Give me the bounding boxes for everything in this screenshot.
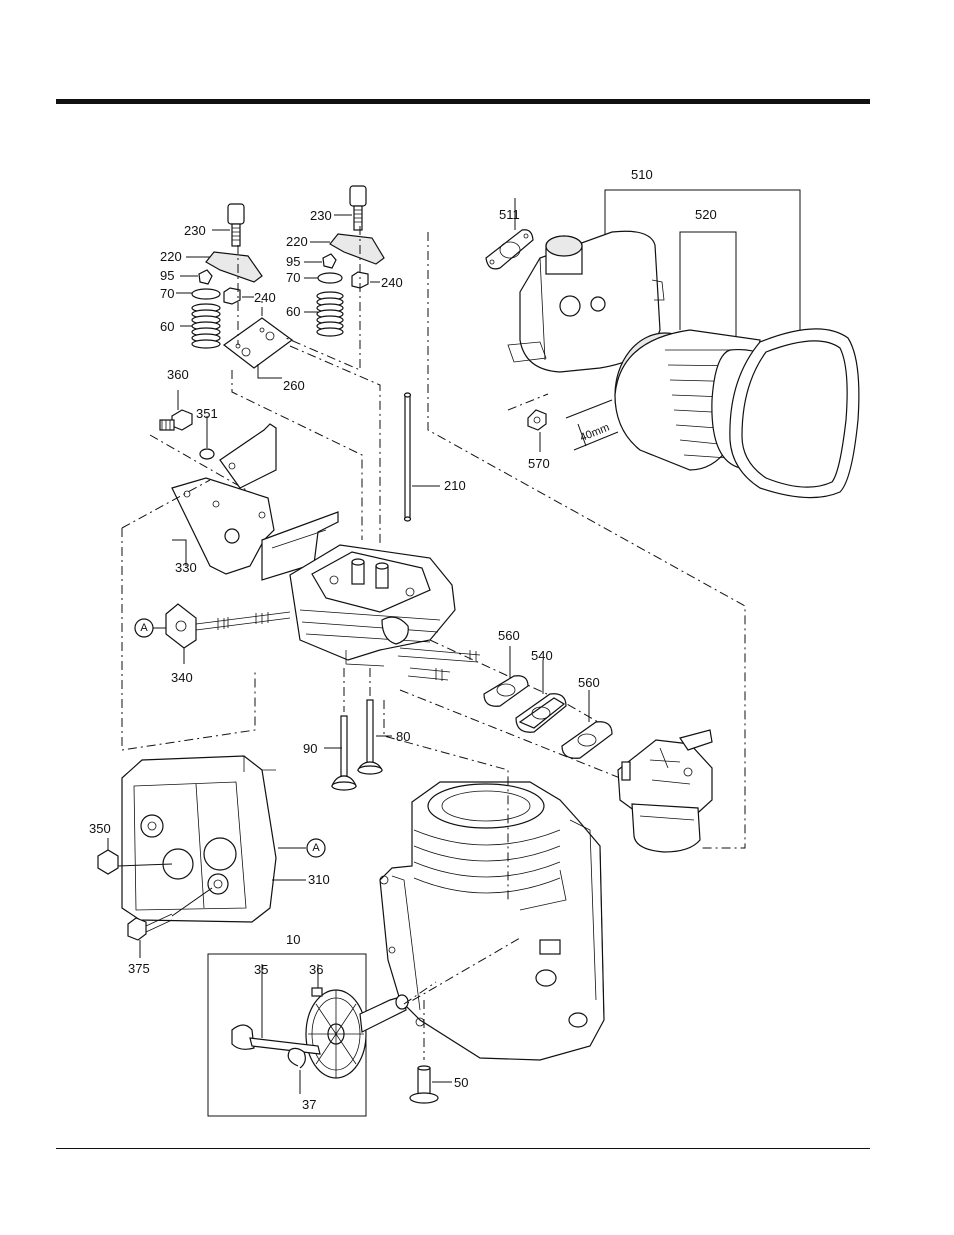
carb-gasket-1	[484, 676, 528, 707]
callout-260: 260	[283, 379, 305, 393]
callout-50: 50	[454, 1076, 468, 1090]
callout-220-right: 220	[286, 235, 308, 249]
callout-360: 360	[167, 368, 189, 382]
callout-240-right: 240	[381, 276, 403, 290]
callout-37: 37	[302, 1098, 316, 1112]
rocker-stud-right	[350, 186, 366, 206]
callout-240-left: 240	[254, 291, 276, 305]
spring-retainer-right	[318, 273, 342, 283]
callout-310: 310	[308, 873, 330, 887]
callout-80: 80	[396, 730, 410, 744]
callout-230-right: 230	[310, 209, 332, 223]
callout-60-right: 60	[286, 305, 300, 319]
camshaft-gear	[306, 988, 408, 1078]
carb-gasket-2	[562, 722, 612, 759]
callout-210: 210	[444, 479, 466, 493]
callout-560-second: 560	[578, 676, 600, 690]
exhaust-valve	[332, 716, 356, 790]
callout-570: 570	[528, 457, 550, 471]
breather-bracket	[220, 424, 276, 488]
exhaust-gasket	[166, 604, 196, 648]
callout-70-right: 70	[286, 271, 300, 285]
callout-a-left: A	[135, 621, 153, 635]
breather-fitting	[160, 410, 192, 430]
rocker-arm-right	[330, 234, 384, 264]
callout-a-right: A	[307, 841, 325, 855]
callout-520: 520	[695, 208, 717, 222]
callout-95-right: 95	[286, 255, 300, 269]
callout-230-left: 230	[184, 224, 206, 238]
callout-560-first: 560	[498, 629, 520, 643]
muffler-bolt	[128, 918, 146, 940]
callout-540: 540	[531, 649, 553, 663]
cylinder-head	[262, 512, 455, 666]
callout-95-left: 95	[160, 269, 174, 283]
pivot-right	[323, 254, 336, 268]
pivot-left	[199, 270, 212, 284]
air-cleaner-nut	[528, 410, 546, 430]
spring-retainer-left	[192, 289, 220, 299]
callout-510: 510	[631, 168, 653, 182]
callout-350: 350	[89, 822, 111, 836]
air-cleaner-group	[486, 190, 859, 498]
valve-spring-right	[317, 292, 343, 336]
cylinder-block	[380, 782, 604, 1060]
callout-330: 330	[175, 561, 197, 575]
rocker-arm-left	[206, 252, 262, 282]
push-rod	[405, 395, 410, 519]
snap-ring	[288, 1048, 305, 1068]
callout-220-left: 220	[160, 250, 182, 264]
callout-10: 10	[286, 933, 300, 947]
callout-60-left: 60	[160, 320, 174, 334]
callout-340: 340	[171, 671, 193, 685]
intake-valve	[358, 700, 382, 774]
carburetor	[618, 730, 712, 852]
muffler-nut	[98, 850, 118, 874]
callout-90: 90	[303, 742, 317, 756]
push-rod-guide-plate	[224, 318, 292, 368]
valve-spring-left	[192, 304, 220, 348]
callout-36: 36	[309, 963, 323, 977]
callout-351: 351	[196, 407, 218, 421]
head-bolt	[410, 1066, 438, 1103]
rocker-stud-left	[228, 204, 244, 224]
callout-35: 35	[254, 963, 268, 977]
callout-511: 511	[499, 208, 520, 222]
callout-375: 375	[128, 962, 150, 976]
breather-washer	[200, 449, 214, 459]
callout-70-left: 70	[160, 287, 174, 301]
air-cleaner-gasket	[486, 230, 533, 269]
